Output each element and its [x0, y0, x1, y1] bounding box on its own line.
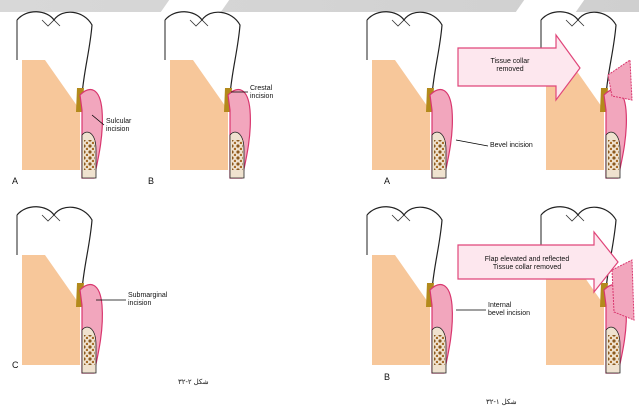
panel-label-a: A — [12, 176, 18, 186]
panel-label-b: B — [148, 176, 154, 186]
tooth-diagram-right-b — [367, 207, 452, 373]
panel-label-c: C — [12, 360, 19, 370]
panel-label-right-a: A — [384, 176, 390, 186]
internal-bevel-incision-label: Internal bevel incision — [488, 302, 530, 318]
sulcular-incision-label: Sulcular incision — [106, 118, 131, 134]
figure-caption-left: شکل ۲-۳۲ — [178, 378, 209, 386]
bevel-incision-label: Bevel incision — [490, 142, 533, 150]
tooth-diagram-c — [17, 207, 102, 373]
submarginal-incision-label: Submarginal incision — [128, 292, 167, 308]
tooth-diagram-b — [165, 12, 250, 178]
arrow-text-a: Tissue collar removed — [470, 58, 550, 74]
tooth-diagram-a — [17, 12, 102, 178]
crestal-incision-label: Crestal incision — [250, 85, 273, 101]
panel-label-right-b: B — [384, 372, 390, 382]
arrow-text-b: Flap elevated and reflected Tissue colla… — [464, 256, 590, 272]
figure-caption-right: شکل ۱-۳۲ — [486, 398, 517, 406]
tooth-diagram-right-a — [367, 12, 452, 178]
